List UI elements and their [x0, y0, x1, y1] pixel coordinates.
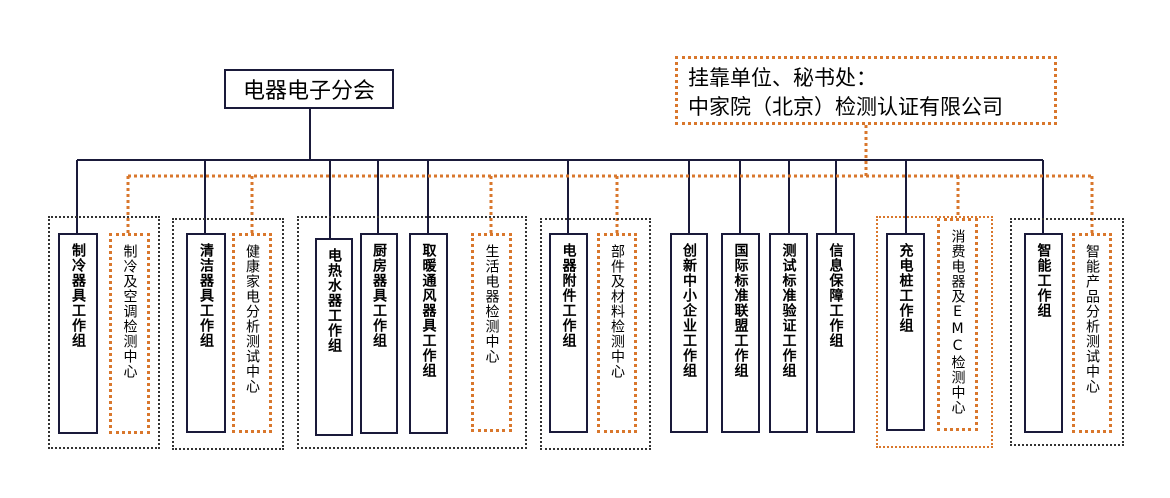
- unit-smart-tc: 智能产品分析测试中心: [1072, 233, 1112, 433]
- unit-label: 制冷及空调检测中心: [121, 244, 138, 379]
- unit-label: 创新中小企业工作组: [681, 243, 697, 378]
- unit-label: 健康家电分析测试中心: [244, 244, 260, 394]
- group-frame-charging: [876, 216, 993, 448]
- unit-charging-wg: 充电桩工作组: [886, 233, 925, 431]
- group-frame-household: [297, 216, 527, 449]
- unit-kitchen-wg: 厨房器具工作组: [360, 233, 398, 434]
- unit-emc-tc: 消费电器及EMC检测中心: [937, 218, 978, 431]
- unit-water-heater-wg: 电热水器工作组: [315, 238, 353, 436]
- unit-label: 智能产品分析测试中心: [1084, 244, 1100, 394]
- unit-label: 充电桩工作组: [897, 243, 914, 333]
- unit-label: 消费电器及EMC检测中心: [949, 229, 966, 415]
- unit-label: 取暖通风器具工作组: [420, 243, 437, 378]
- unit-label: 电热水器工作组: [326, 248, 342, 353]
- test-center-connectors: [126, 125, 1094, 233]
- unit-accessories-wg: 电器附件工作组: [549, 233, 588, 433]
- group-frame-smart: [1010, 218, 1124, 446]
- unit-refrigeration-wg: 制冷器具工作组: [58, 233, 98, 434]
- unit-cleaning-wg: 清洁器具工作组: [186, 233, 226, 433]
- unit-label: 清洁器具工作组: [198, 243, 214, 348]
- group-frame-cleaning: [172, 218, 284, 450]
- unit-smart-wg: 智能工作组: [1024, 233, 1063, 433]
- unit-label: 厨房器具工作组: [371, 243, 387, 348]
- host-line-2: 中家院（北京）检测认证有限公司: [688, 95, 1003, 119]
- unit-label: 测试标准验证工作组: [780, 243, 797, 378]
- group-frame-refrigeration: [48, 216, 160, 449]
- unit-heating-wg: 取暖通风器具工作组: [409, 233, 448, 434]
- unit-international-wg: 国际标准联盟工作组: [721, 233, 760, 433]
- working-group-connectors: [76, 109, 1044, 238]
- unit-label: 信息保障工作组: [827, 243, 844, 348]
- unit-parts-tc: 部件及材料检测中心: [597, 233, 637, 433]
- unit-label: 制冷器具工作组: [70, 243, 86, 348]
- host-unit-box: 挂靠单位、秘书处： 中家院（北京）检测认证有限公司: [675, 56, 1057, 125]
- unit-label: 国际标准联盟工作组: [732, 243, 749, 378]
- unit-innovation-wg: 创新中小企业工作组: [670, 233, 708, 433]
- unit-health-tc: 健康家电分析测试中心: [232, 233, 272, 433]
- unit-label: 生活电器检测中心: [483, 244, 500, 364]
- root-node: 电器电子分会: [224, 69, 394, 109]
- unit-label: 智能工作组: [1035, 243, 1052, 318]
- unit-refrigeration-tc: 制冷及空调检测中心: [109, 233, 150, 434]
- host-line-1: 挂靠单位、秘书处：: [688, 66, 877, 90]
- unit-info-wg: 信息保障工作组: [816, 233, 855, 433]
- root-label: 电器电子分会: [242, 79, 375, 104]
- unit-living-tc: 生活电器检测中心: [471, 233, 512, 432]
- unit-label: 电器附件工作组: [560, 243, 577, 348]
- unit-label: 部件及材料检测中心: [609, 244, 625, 379]
- group-frame-accessories: [540, 218, 651, 450]
- unit-test-verify-wg: 测试标准验证工作组: [769, 233, 808, 433]
